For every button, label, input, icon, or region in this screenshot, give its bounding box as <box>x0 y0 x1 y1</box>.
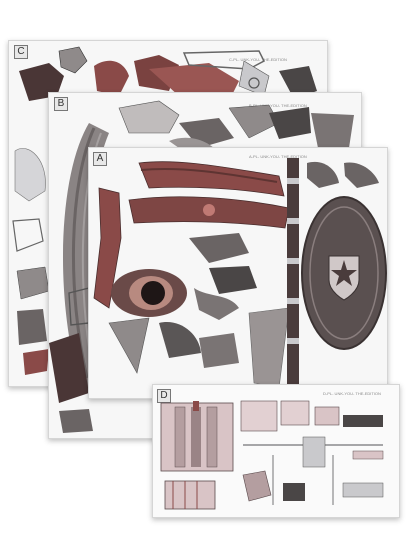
sheet-b-caption: B-PL- UNK-YOU- THE-EDITION <box>249 103 307 108</box>
sheet-c-parts <box>12 46 325 375</box>
sheet-d-letter: D <box>157 389 171 403</box>
star-shield-icon <box>301 196 387 350</box>
sheet-b-letter: B <box>54 97 68 111</box>
sheet-c-caption: C-PL- UNK-YOU- THE-EDITION <box>229 57 287 62</box>
sheet-d-parts <box>160 400 384 510</box>
sheet-a-letter: A <box>93 152 107 166</box>
sheet-d: D D-PL- UNK-YOU- THE-EDITION <box>152 384 400 518</box>
sheet-d-caption: D-PL- UNK-YOU- THE-EDITION <box>323 391 381 396</box>
sheet-a-caption: A-PL- UNK-YOU- THE-EDITION <box>249 154 307 159</box>
sheet-a-parts <box>93 158 379 389</box>
sheet-c-letter: C <box>14 45 28 59</box>
sheet-a: A A-PL- UNK-YOU- THE-EDITION <box>88 147 388 399</box>
